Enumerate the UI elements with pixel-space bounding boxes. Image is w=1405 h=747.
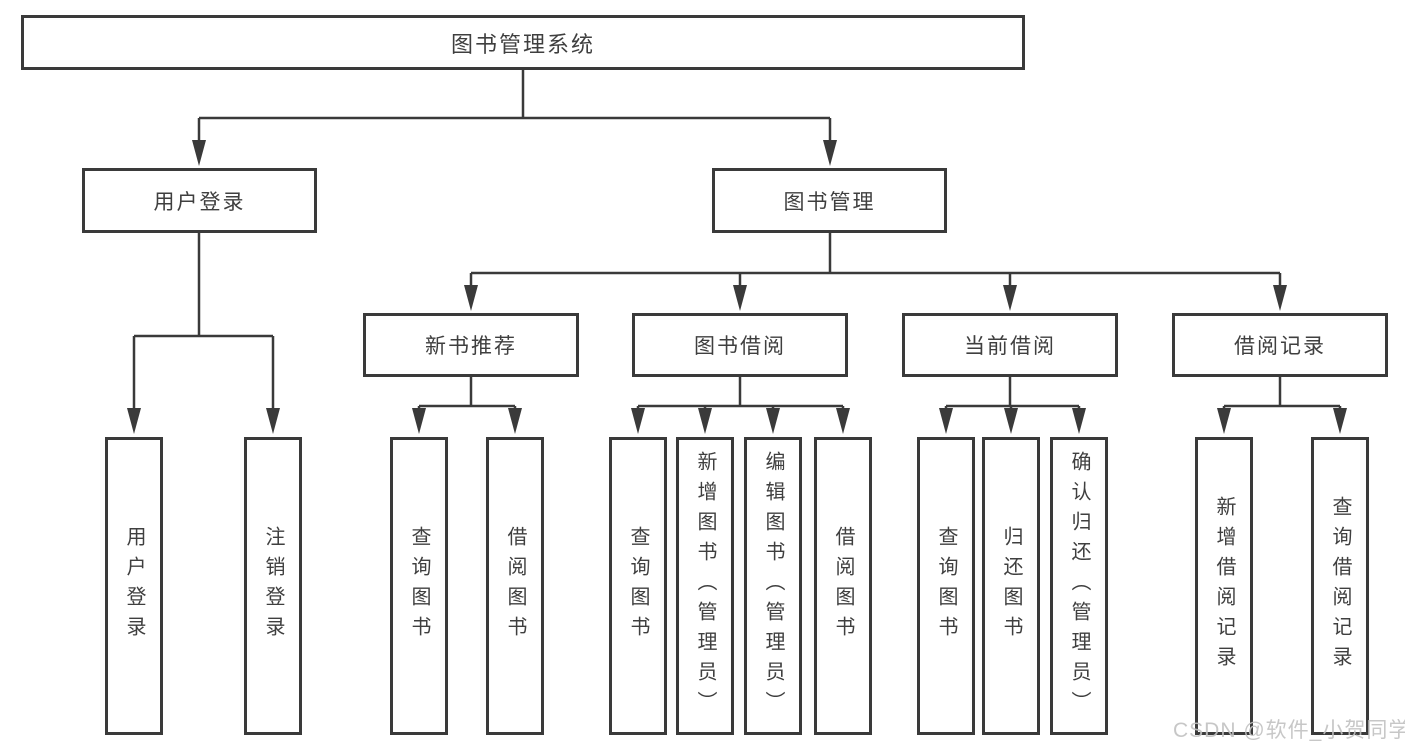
arrow-down-icon — [266, 408, 280, 434]
arrow-down-icon — [698, 408, 712, 434]
node-user-login: 用户登录 — [82, 168, 317, 233]
arrow-down-icon — [127, 408, 141, 434]
node-leaf-borrow-borrow: 借阅图书 — [814, 437, 872, 735]
arrow-down-icon — [939, 408, 953, 434]
node-leaf-borrow-edit-admin: 编辑图书（管理员） — [744, 437, 802, 735]
connector-path — [1222, 377, 1342, 412]
arrow-down-icon — [412, 408, 426, 434]
node-book-borrow: 图书借阅 — [632, 313, 848, 377]
node-leaf-borrow-query: 查询图书 — [609, 437, 667, 735]
node-borrow-records: 借阅记录 — [1172, 313, 1388, 377]
connector-path — [944, 377, 1081, 412]
node-leaf-borrow-add-admin: 新增图书（管理员） — [676, 437, 734, 735]
arrow-down-icon — [1333, 408, 1347, 434]
arrow-down-icon — [192, 140, 206, 166]
arrow-down-icon — [464, 285, 478, 311]
arrow-down-icon — [1003, 285, 1017, 311]
node-root: 图书管理系统 — [21, 15, 1025, 70]
connector-path — [636, 377, 845, 412]
arrow-down-icon — [836, 408, 850, 434]
connector-path — [197, 70, 832, 142]
node-leaf-current-confirm-admin: 确认归还（管理员） — [1050, 437, 1108, 735]
connector-strokes — [132, 70, 1342, 412]
connector-path — [132, 233, 275, 412]
node-current-borrow: 当前借阅 — [902, 313, 1118, 377]
arrow-down-icon — [1217, 408, 1231, 434]
node-leaf-current-query: 查询图书 — [917, 437, 975, 735]
csdn-watermark: CSDN @软件_小贺同学 — [1173, 719, 1405, 742]
arrow-down-icon — [508, 408, 522, 434]
node-leaf-current-return: 归还图书 — [982, 437, 1040, 735]
node-leaf-logout: 注销登录 — [244, 437, 302, 735]
arrow-down-icon — [1004, 408, 1018, 434]
arrowheads — [127, 140, 1347, 434]
node-new-book-recommend: 新书推荐 — [363, 313, 579, 377]
node-leaf-newbook-borrow: 借阅图书 — [486, 437, 544, 735]
node-leaf-records-query: 查询借阅记录 — [1311, 437, 1369, 735]
node-book-management: 图书管理 — [712, 168, 947, 233]
connector-path — [469, 233, 1282, 287]
arrow-down-icon — [631, 408, 645, 434]
node-leaf-records-add: 新增借阅记录 — [1195, 437, 1253, 735]
arrow-down-icon — [1273, 285, 1287, 311]
arrow-down-icon — [766, 408, 780, 434]
arrow-down-icon — [1072, 408, 1086, 434]
node-leaf-user-login: 用户登录 — [105, 437, 163, 735]
arrow-down-icon — [823, 140, 837, 166]
connector-path — [417, 377, 517, 412]
node-leaf-newbook-query: 查询图书 — [390, 437, 448, 735]
arrow-down-icon — [733, 285, 747, 311]
